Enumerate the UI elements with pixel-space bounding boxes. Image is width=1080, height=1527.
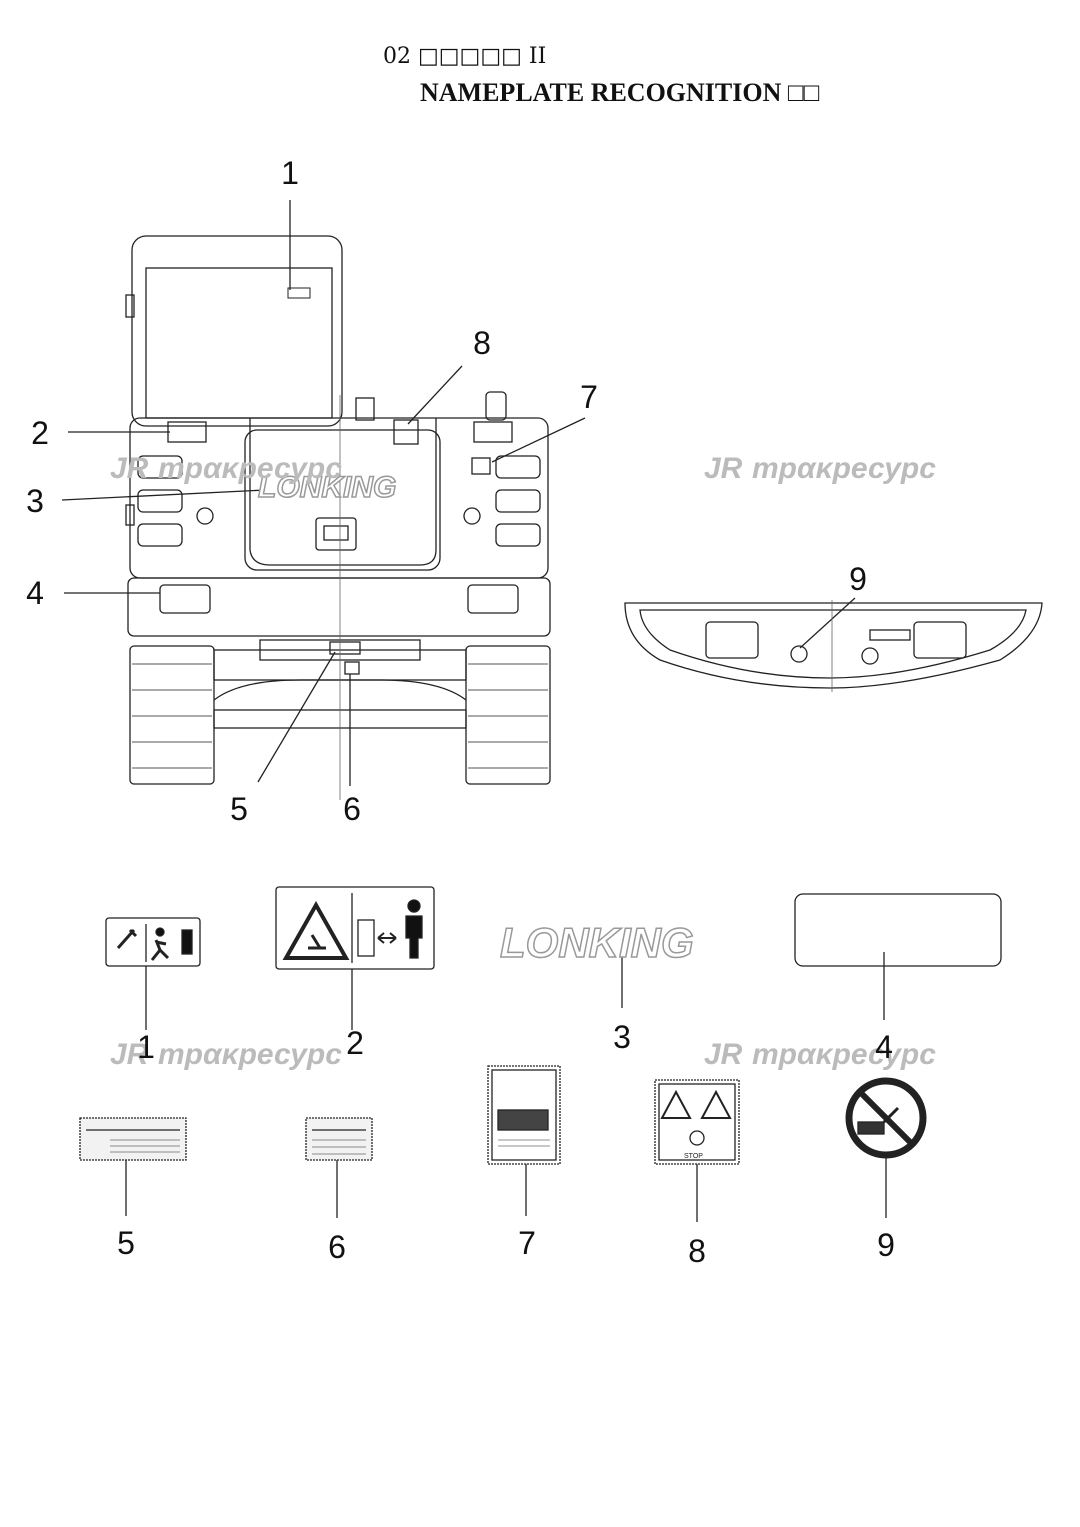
callout-number: 8 [688,1233,706,1269]
counterweight-top-view [624,600,1043,692]
callout-number: 3 [26,483,44,519]
watermark-logo: JR [704,1038,743,1071]
decal-7 [487,1065,561,1165]
callout-number: 2 [31,415,49,451]
callout-number: 4 [875,1029,893,1065]
callout-number: 2 [346,1025,364,1061]
callout-number: 7 [580,379,598,415]
decal-8 [654,1079,740,1165]
callout-number: 8 [473,325,491,361]
watermark: трακресурс [752,1038,936,1071]
callout-number: 7 [518,1225,536,1261]
header-title: NAMEPLATE RECOGNITION □□ [420,78,820,107]
callout-number: 6 [343,791,361,827]
leader-lines-parts-row1 [145,952,885,1030]
decal-9 [845,1077,927,1159]
decal-8-stop-text: STOP [684,1153,703,1160]
watermark: трακресурс [158,452,342,485]
decal-6 [305,1117,373,1161]
callout-number: 9 [877,1227,895,1263]
callout-number: 1 [137,1029,155,1065]
leader-lines-parts-row2 [125,1156,887,1222]
callout-number: 4 [26,575,44,611]
track-texture [132,663,548,769]
callout-number: 5 [117,1225,135,1261]
callout-number: 6 [328,1229,346,1265]
leader-lines-top [61,200,856,786]
callout-number: 9 [849,561,867,597]
lonking-logo-on-hood: LONKING [258,471,396,504]
watermark-logo: JR [704,452,743,485]
watermark-logo: JR [110,1038,149,1071]
decal-1 [105,917,201,967]
watermark: трακресурс [158,1038,342,1071]
excavator-rear-view [125,235,551,785]
decal-5 [79,1117,187,1161]
watermark: трακресурс [752,452,936,485]
header-line1: 02 □□□□□ II [383,44,547,69]
callout-number: 5 [230,791,248,827]
decal-3-lonking-logo: LONKING [500,919,694,966]
callout-number: 1 [281,155,299,191]
decal-2 [275,886,435,970]
watermark-logo: JR [110,452,149,485]
decal-4 [794,893,1002,967]
callout-number: 3 [613,1019,631,1055]
